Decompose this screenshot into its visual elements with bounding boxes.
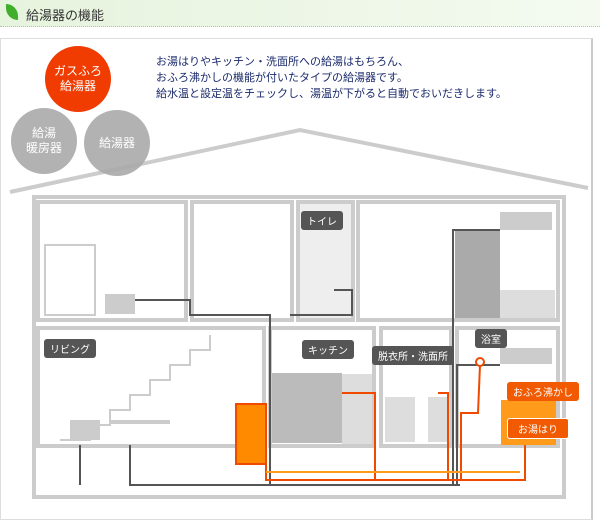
description: お湯はりやキッチン・洗面所への給湯はもちろん、 おふろ沸かしの機能が付いたタイプ… (156, 54, 507, 102)
room-label-bathroom: 浴室 (475, 329, 507, 348)
room-label-washroom: 脱衣所・洗面所 (372, 346, 454, 365)
section-title: 給湯器の機能 (26, 9, 105, 24)
type-gas-bath-heater[interactable]: ガスふろ 給湯器 (45, 46, 111, 112)
room-label-toilet: トイレ (301, 211, 343, 230)
function-fill-label: お湯はり (507, 418, 569, 439)
water-heater-unit (235, 403, 267, 465)
type-label: 給湯器 (98, 135, 135, 150)
type-label: ガスふろ 給湯器 (53, 64, 102, 93)
house-diagram (9, 127, 589, 499)
type-heating-heater[interactable]: 給湯 暖房器 (11, 108, 77, 174)
section-header: 給湯器の機能 (0, 0, 600, 27)
type-label: 給湯 暖房器 (25, 126, 62, 155)
function-reheat-label: おふろ沸かし (507, 382, 579, 401)
room-label-kitchen: キッチン (302, 340, 354, 359)
room-label-living: リビング (44, 339, 96, 358)
cold-water-pipes (79, 229, 500, 486)
description-line: おふろ沸かしの機能が付いたタイプの給湯器です。 (156, 71, 408, 84)
house-wall (32, 195, 566, 499)
type-water-heater[interactable]: 給湯器 (84, 110, 150, 176)
shower-head-icon (475, 357, 485, 367)
leaf-icon (6, 4, 18, 20)
description-line: 給水温と設定温をチェックし、湯温が下がると自動でおいだきします。 (156, 87, 507, 100)
description-line: お湯はりやキッチン・洗面所への給湯はもちろん、 (156, 55, 409, 68)
